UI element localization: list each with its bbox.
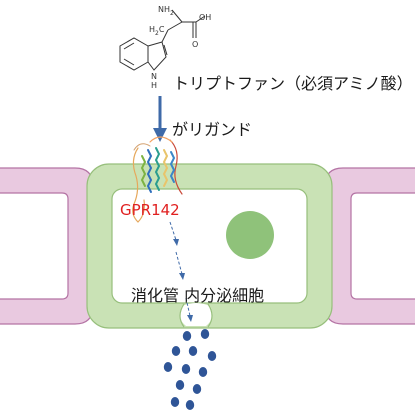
ligand-label: がリガンド — [172, 120, 253, 139]
granule — [200, 329, 210, 339]
left-neighbor-cell-interior — [0, 192, 69, 300]
molecule-oh: OH — [199, 13, 211, 22]
granule — [185, 400, 195, 410]
ligand-binding-arrow — [153, 96, 167, 142]
cell-type-label: 消化管 内分泌細胞 — [131, 286, 265, 305]
granule — [170, 397, 180, 407]
granule — [207, 351, 217, 361]
signaling-arrow-2 — [175, 251, 185, 280]
signaling-arrow-3 — [185, 297, 193, 322]
molecule-ch2: H2C — [149, 25, 165, 37]
granule — [163, 362, 173, 372]
tryptophan-structure-icon — [119, 9, 206, 71]
granule — [175, 380, 185, 390]
granule — [192, 384, 202, 394]
exocytosis-opening — [179, 303, 213, 326]
molecule-carbonyl-o: O — [192, 40, 198, 49]
secretory-granule-icon — [163, 329, 217, 410]
molecule-indole-h: H — [151, 81, 157, 90]
signaling-arrow-1 — [169, 221, 179, 246]
granule — [182, 331, 192, 341]
receptor-label: GPR142 — [120, 201, 180, 219]
protein-ribbon-icon — [132, 136, 183, 223]
right-neighbor-cell-interior — [350, 192, 415, 300]
granule — [181, 364, 191, 374]
tryptophan-label: トリプトファン（必須アミノ酸） — [173, 74, 413, 93]
granule — [188, 346, 198, 356]
granule — [198, 367, 208, 377]
nucleus — [226, 211, 274, 259]
molecule-nh2: NH2 — [158, 5, 174, 17]
granule — [171, 346, 181, 356]
molecule-indole-n: N — [151, 72, 157, 81]
exocytosis-vesicle — [179, 303, 213, 328]
